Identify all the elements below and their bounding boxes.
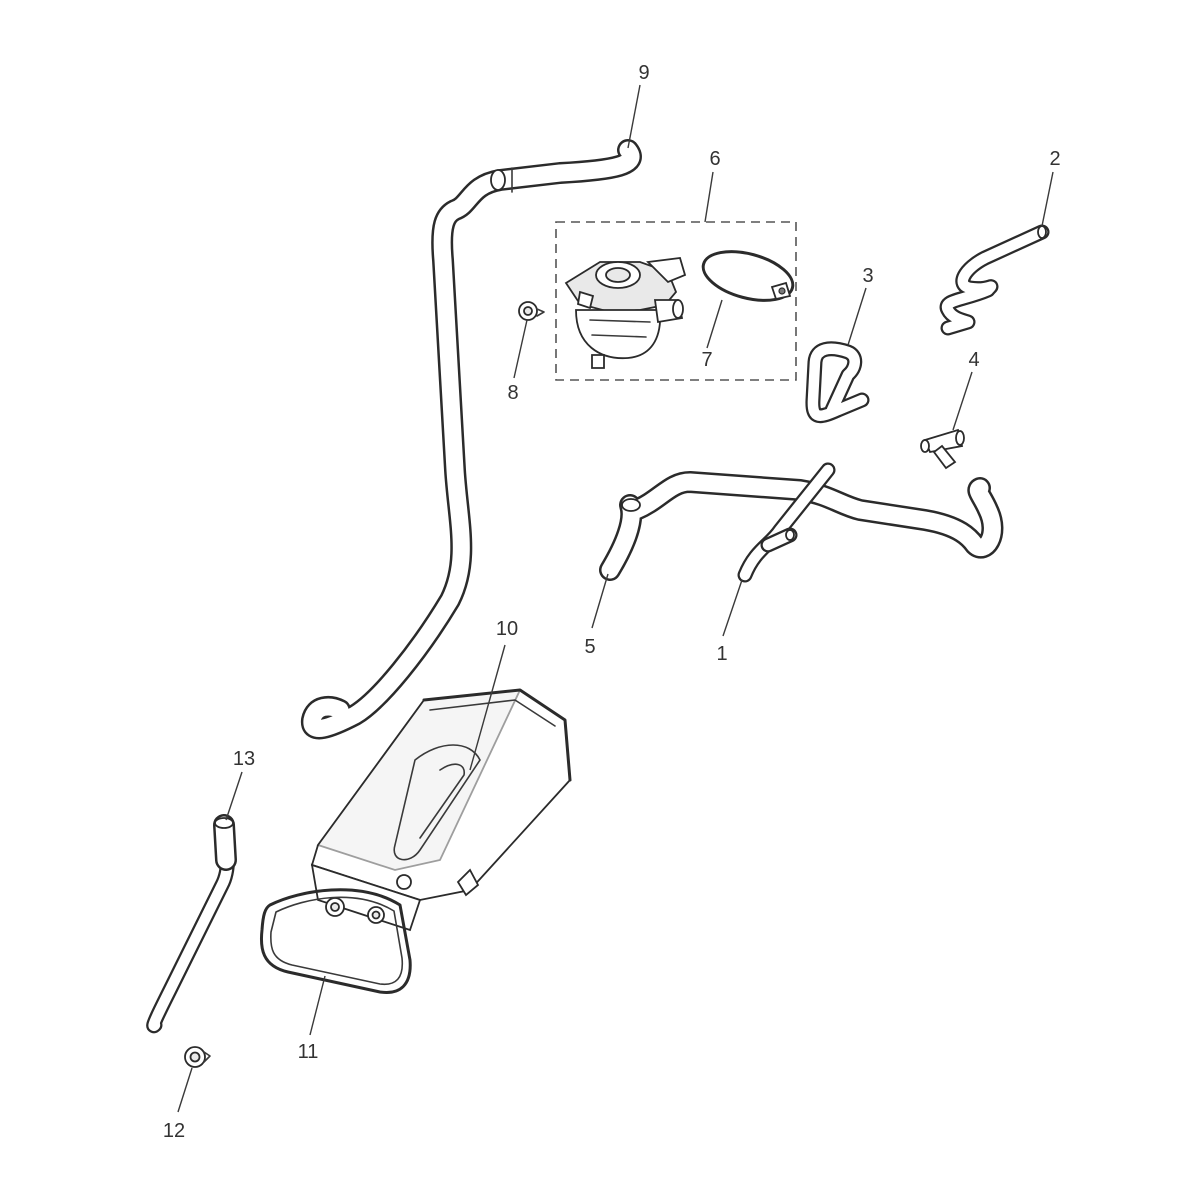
part-13-hose — [146, 814, 237, 1034]
callout-7: 7 — [701, 349, 712, 371]
leader-2 — [1041, 171, 1054, 227]
callout-2: 2 — [1049, 148, 1060, 170]
leader-8 — [513, 319, 528, 379]
callout-10: 10 — [496, 618, 518, 640]
leader-10 — [469, 644, 506, 771]
part-12-grommet — [184, 1046, 211, 1068]
callout-6: 6 — [709, 148, 720, 170]
leader-3 — [847, 287, 867, 346]
part-6-purge-valve — [564, 257, 687, 369]
leader-6 — [704, 171, 714, 223]
callout-4: 4 — [968, 349, 979, 371]
callout-11: 11 — [298, 1041, 319, 1063]
part-8-grommet — [518, 301, 545, 321]
callout-9: 9 — [638, 62, 649, 84]
callout-3: 3 — [862, 265, 873, 287]
leader-5 — [591, 573, 609, 629]
part-11-strap — [259, 888, 412, 995]
part-4-connector — [920, 428, 965, 470]
callout-1: 1 — [716, 643, 727, 665]
callout-5: 5 — [584, 636, 595, 658]
part-2-hose — [939, 224, 1050, 336]
callout-labels: 9 6 2 3 4 7 8 5 1 10 13 11 12 — [163, 62, 1061, 1142]
leader-1 — [722, 579, 743, 637]
leader-7 — [706, 299, 723, 349]
leader-lines — [177, 84, 1054, 1113]
leader-12 — [177, 1067, 193, 1113]
part-9-vent-hose — [300, 139, 642, 740]
part-3-hose — [805, 341, 870, 424]
part-5-1-hose-assembly — [599, 462, 1004, 583]
leader-4 — [952, 371, 973, 431]
callout-13: 13 — [233, 748, 255, 770]
assembly-6-outline — [555, 221, 797, 381]
callout-12: 12 — [163, 1120, 185, 1142]
leader-13 — [225, 771, 243, 821]
leader-11 — [309, 975, 326, 1036]
part-7-clip — [701, 250, 795, 302]
leader-9 — [627, 84, 641, 149]
callout-8: 8 — [507, 382, 518, 404]
